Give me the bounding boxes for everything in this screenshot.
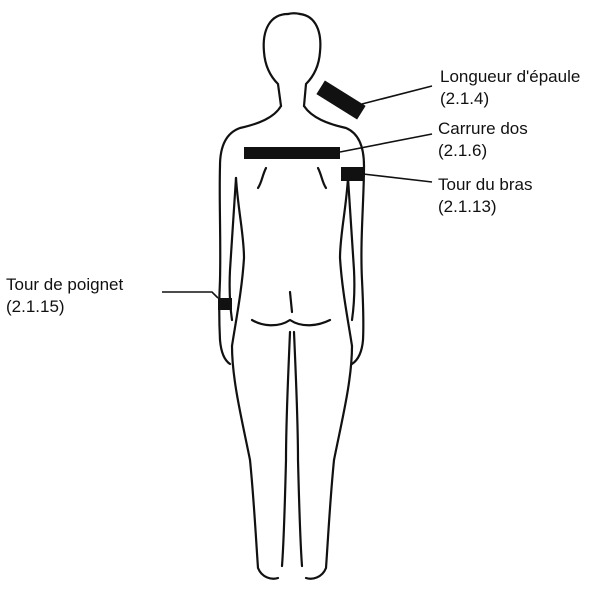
leader-wrist-girth [162, 292, 218, 298]
label-back-width: Carrure dos (2.1.6) [438, 118, 528, 162]
arm-girth-band [341, 167, 363, 181]
leader-shoulder-length [362, 86, 432, 104]
label-shoulder-length: Longueur d'épaule (2.1.4) [440, 66, 580, 110]
left-leg-outline [232, 346, 278, 579]
label-arm-girth-code: (2.1.13) [438, 196, 533, 218]
wrist-girth-band [218, 298, 232, 310]
label-back-width-name: Carrure dos [438, 119, 528, 138]
label-wrist-girth-code: (2.1.15) [6, 296, 123, 318]
label-back-width-code: (2.1.6) [438, 140, 528, 162]
label-wrist-girth-name: Tour de poignet [6, 275, 123, 294]
right-leg-outline [306, 346, 352, 579]
leader-arm-girth [363, 174, 432, 182]
label-shoulder-length-code: (2.1.4) [440, 88, 580, 110]
label-arm-girth: Tour du bras (2.1.13) [438, 174, 533, 218]
left-arm-outline [219, 166, 230, 364]
leader-back-width [340, 134, 432, 152]
head-outline [264, 14, 321, 106]
label-wrist-girth: Tour de poignet (2.1.15) [6, 274, 123, 318]
label-arm-girth-name: Tour du bras [438, 175, 533, 194]
back-width-band [244, 147, 340, 159]
label-shoulder-length-name: Longueur d'épaule [440, 67, 580, 86]
shoulder-length-band [316, 80, 365, 119]
